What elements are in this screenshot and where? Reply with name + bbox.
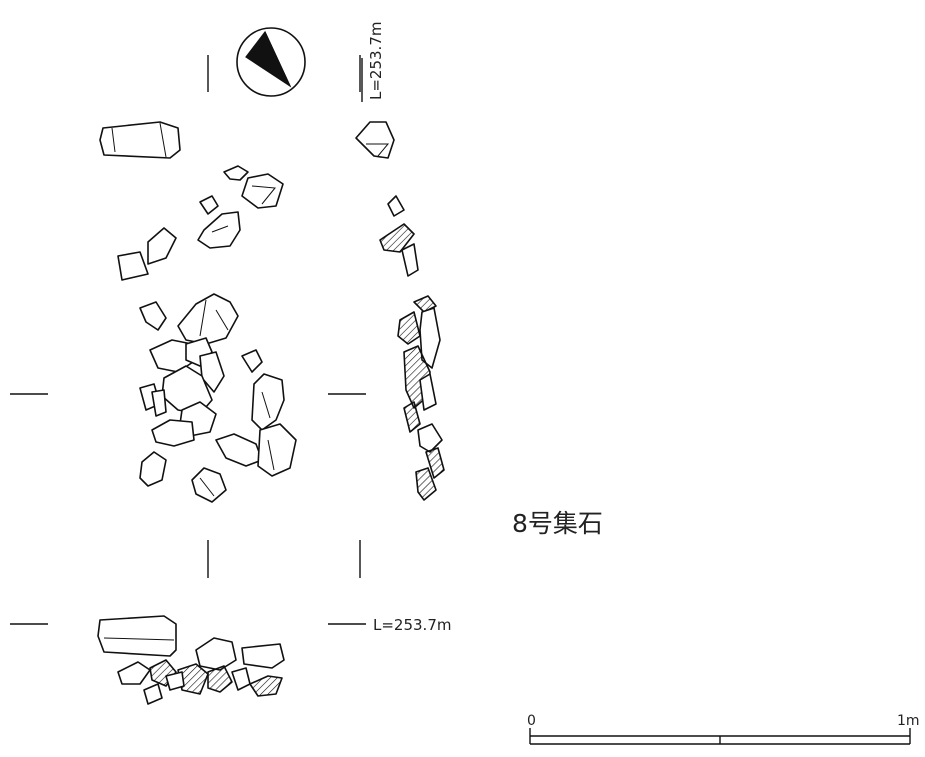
elevation-label-side: L=253.7m — [361, 22, 385, 102]
scale-end-label: 1m — [897, 713, 920, 729]
scale-start-label: 0 — [527, 713, 536, 729]
side-section-stones — [355, 121, 445, 501]
scale-bar: 0 1m — [527, 713, 920, 745]
elevation-side-text: L=253.7m — [367, 22, 385, 100]
elevation-bottom-text: L=253.7m — [373, 616, 451, 634]
north-arrow-icon — [236, 27, 306, 97]
figure-title: 8号集石 — [512, 509, 603, 538]
bottom-section-stones — [97, 615, 285, 705]
plan-view-stones — [99, 121, 297, 503]
plan-reference-ticks — [10, 55, 366, 625]
